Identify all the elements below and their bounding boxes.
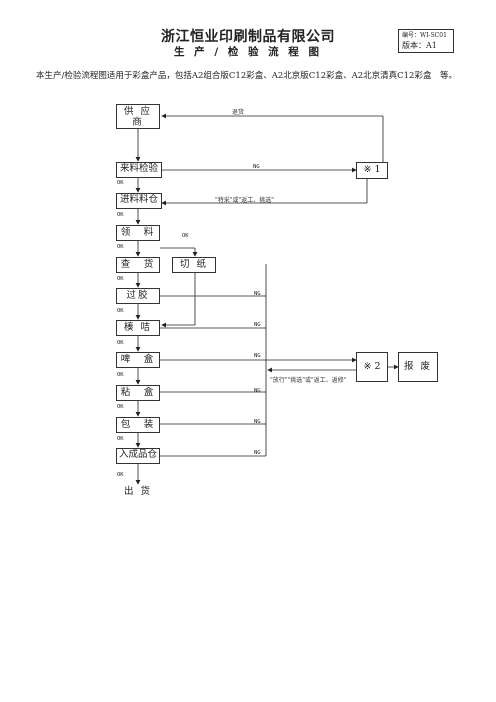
flow-step-supplier: 供 应 商 — [116, 104, 160, 129]
flow-step-die-cut: 啤 盒 — [116, 352, 160, 368]
ng-label: NG — [254, 291, 261, 297]
return-goods-label: 退货 — [232, 109, 245, 116]
ng-label: NG — [253, 164, 260, 170]
flow-step-shipping: 出 货 — [116, 485, 160, 501]
flow-step-cut-paper: 切 纸 — [172, 257, 216, 273]
intro-paragraph: 本生产/检验流程图适用于彩盒产品，包括A2组合版C12彩盒、A2北京版C12彩盒… — [36, 71, 457, 81]
special-acceptance-note: "特采"或"返工、挑选" — [215, 197, 275, 204]
flow-step-packing: 包 装 — [116, 417, 160, 433]
flow-step-scrap: 报 废 — [398, 352, 438, 382]
flow-step-finished-store: 入成品仓 — [116, 448, 160, 464]
document-title: 生 产 / 检 验 流 程 图 — [174, 46, 322, 58]
ng-label: NG — [254, 450, 261, 456]
decision-mark-2: ※ 2 — [356, 352, 388, 382]
company-name: 浙江恒业印刷制品有限公司 — [161, 29, 335, 45]
ng-label: NG — [254, 353, 261, 359]
ok-label: OK — [117, 244, 124, 250]
ok-label: OK — [117, 212, 124, 218]
ok-label: OK — [117, 180, 124, 186]
flow-step-check-goods: 查 货 — [116, 257, 160, 273]
ok-label: OK — [117, 472, 124, 478]
ok-label: OK — [117, 340, 124, 346]
flow-step-incoming-store: 进料料仓 — [116, 193, 162, 209]
flow-step-incoming-inspection: 来料检验 — [116, 162, 162, 178]
ok-label: OK — [117, 372, 124, 378]
ok-label: OK — [182, 233, 189, 239]
document-code-box: 编号：WI-SC01 版本：A1 — [398, 29, 454, 53]
flow-step-lamination: 过胶 — [116, 288, 160, 304]
decision-mark-1: ※ 1 — [356, 162, 388, 179]
ng-label: NG — [254, 388, 261, 394]
release-rework-note: "放行""挑选"或"返工、返修" — [270, 377, 347, 384]
flow-step-requisition: 领 料 — [116, 225, 160, 241]
flow-step-grooving: 楱 咭 — [116, 320, 160, 336]
ng-label: NG — [254, 419, 261, 425]
ng-label: NG — [254, 322, 261, 328]
ok-label: OK — [117, 436, 124, 442]
ok-label: OK — [117, 308, 124, 314]
ok-label: OK — [117, 404, 124, 410]
document-version: 版本：A1 — [402, 41, 437, 50]
flow-step-glue-box: 粘 盒 — [116, 385, 160, 401]
document-code: 编号：WI-SC01 — [402, 32, 447, 39]
ok-label: OK — [117, 276, 124, 282]
